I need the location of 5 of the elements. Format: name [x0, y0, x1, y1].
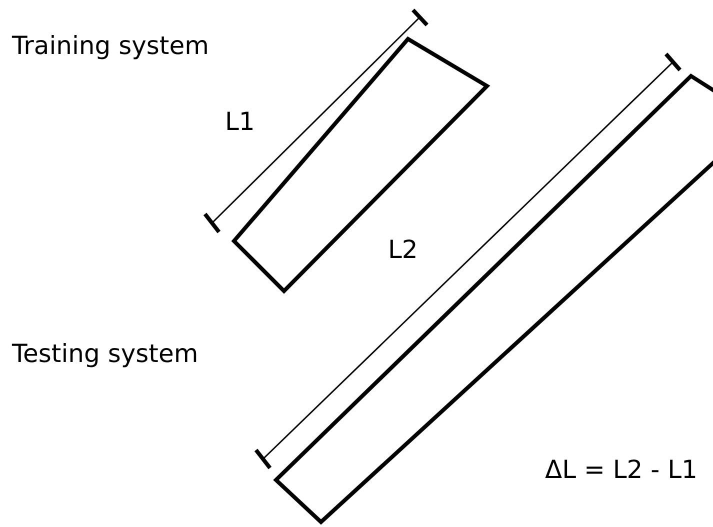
- dimension-label: L1: [225, 108, 255, 136]
- system-label: Training system: [12, 32, 209, 60]
- formula: ΔL = L2 - L1: [545, 456, 698, 484]
- dimension-label: L2: [388, 236, 418, 264]
- system-label: Testing system: [12, 340, 198, 368]
